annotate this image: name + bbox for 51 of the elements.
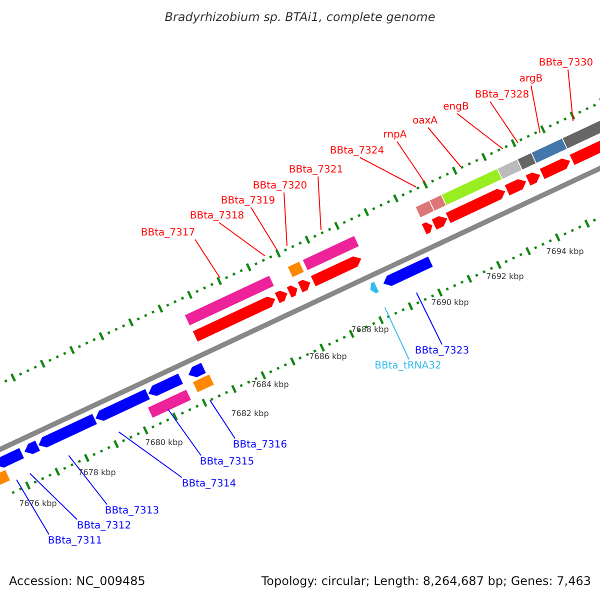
gene-label: BBta_7320	[252, 180, 308, 192]
scale-label: 7690 kbp	[431, 298, 469, 308]
scale-label: 7692 kbp	[486, 272, 524, 282]
gene-label: BBta_7316	[232, 438, 288, 452]
leader-line	[568, 69, 574, 122]
leader-line	[428, 127, 462, 168]
diagram-title: Bradyrhizobium sp. BTAi1, complete genome	[164, 11, 436, 24]
leader-line	[416, 292, 442, 345]
leader-line	[194, 239, 220, 278]
leader-line	[29, 473, 78, 520]
gene-label: BBta_7313	[104, 504, 160, 518]
gene-label: BBta_7311	[48, 534, 102, 548]
leader-line	[118, 431, 182, 478]
gene-label: BBta_7317	[140, 226, 196, 240]
leader-line	[396, 141, 426, 184]
leader-line	[209, 400, 236, 439]
scale-label: 7686 kbp	[309, 352, 347, 362]
leader-line	[318, 176, 322, 230]
leader-line	[167, 408, 202, 456]
leader-line	[68, 454, 108, 505]
scale-label: 7682 kbp	[231, 409, 269, 419]
footer-text: Accession: NC_009485	[9, 575, 146, 588]
gene-label: BBta_7330	[538, 56, 594, 70]
leader-line	[284, 192, 288, 246]
scale-label: 7694 kbp	[546, 247, 584, 257]
gene-label: engB	[443, 100, 469, 114]
leader-line	[218, 222, 266, 256]
leader-line	[530, 85, 540, 134]
gene-label: BBta_7328	[474, 88, 530, 102]
gene-label: BBta_tRNA32	[374, 360, 442, 372]
gene-label: BBta_7314	[182, 478, 236, 490]
leader-line	[456, 113, 504, 150]
gene-label: oaxA	[412, 114, 438, 128]
gene-label: BBta_7315	[200, 456, 254, 468]
scale-label: 7684 kbp	[251, 380, 289, 390]
gene-label: rnpA	[383, 128, 407, 142]
gene-label: BBta_7324	[330, 144, 384, 158]
footer-text: Topology: circular; Length: 8,264,687 bp; Genes: 7,463	[261, 575, 591, 588]
gene-label: argB	[519, 72, 543, 86]
leader-line	[360, 157, 416, 188]
gene-label: BBta_7319	[220, 194, 276, 208]
scale-label: 7688 kbp	[351, 325, 389, 335]
leader-line	[490, 101, 518, 144]
gene-label: BBta_7321	[288, 164, 344, 176]
scale-label: 7680 kbp	[145, 438, 183, 448]
leader-line	[384, 306, 410, 360]
leader-line	[250, 207, 278, 250]
gene-label: BBta_7312	[76, 520, 132, 532]
gene-label: BBta_7323	[414, 344, 470, 358]
gene-label: BBta_7318	[190, 210, 244, 222]
leader-line	[16, 479, 50, 535]
